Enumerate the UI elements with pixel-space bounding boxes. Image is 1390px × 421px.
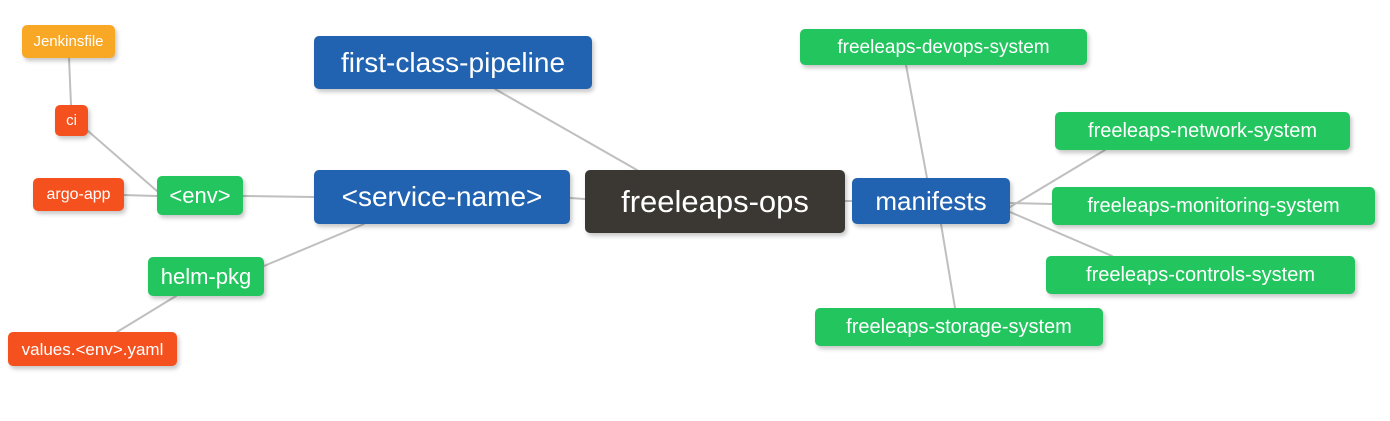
node-monitoring[interactable]: freeleaps-monitoring-system [1052, 187, 1375, 225]
node-jenkinsfile[interactable]: Jenkinsfile [22, 25, 115, 58]
node-label: ci [66, 112, 77, 129]
node-argo-app[interactable]: argo-app [33, 178, 124, 211]
node-manifests[interactable]: manifests [852, 178, 1010, 224]
edge-manifests-to-storage [940, 223, 956, 309]
node-label: helm-pkg [160, 263, 252, 289]
node-label: freeleaps-network-system [1088, 120, 1317, 142]
node-label: freeleaps-monitoring-system [1087, 195, 1340, 217]
node-env[interactable]: <env> [157, 176, 243, 215]
node-ci[interactable]: ci [55, 105, 88, 136]
edge-argo-app-to-env [123, 194, 158, 197]
node-label: Jenkinsfile [33, 33, 104, 50]
node-label: <env> [169, 182, 231, 208]
edge-helm-pkg-to-values-yaml [116, 295, 177, 333]
node-service-name[interactable]: <service-name> [314, 170, 570, 224]
edge-env-to-service-name [242, 195, 315, 198]
node-root[interactable]: freeleaps-ops [585, 170, 845, 233]
node-label: freeleaps-ops [621, 184, 809, 219]
node-controls[interactable]: freeleaps-controls-system [1046, 256, 1355, 294]
node-pipeline[interactable]: first-class-pipeline [314, 36, 592, 89]
node-label: freeleaps-controls-system [1086, 264, 1315, 286]
node-label: argo-app [46, 185, 111, 203]
edge-pipeline-to-root [494, 88, 638, 171]
node-label: <service-name> [341, 181, 543, 212]
node-label: first-class-pipeline [340, 46, 566, 78]
edge-service-name-to-root [569, 197, 586, 200]
node-helm-pkg[interactable]: helm-pkg [148, 257, 264, 296]
node-label: freeleaps-devops-system [837, 36, 1050, 58]
edge-manifests-to-monitoring [1009, 202, 1053, 205]
node-network[interactable]: freeleaps-network-system [1055, 112, 1350, 150]
node-label: freeleaps-storage-system [846, 316, 1072, 338]
edge-service-name-to-helm-pkg [263, 223, 365, 267]
node-values-yaml[interactable]: values.<env>.yaml [8, 332, 177, 366]
edge-manifests-to-devops [905, 64, 928, 179]
node-devops[interactable]: freeleaps-devops-system [800, 29, 1087, 65]
node-storage[interactable]: freeleaps-storage-system [815, 308, 1103, 346]
edge-jenkinsfile-to-ci [68, 57, 72, 106]
node-label: manifests [875, 186, 987, 216]
node-label: values.<env>.yaml [21, 339, 164, 359]
